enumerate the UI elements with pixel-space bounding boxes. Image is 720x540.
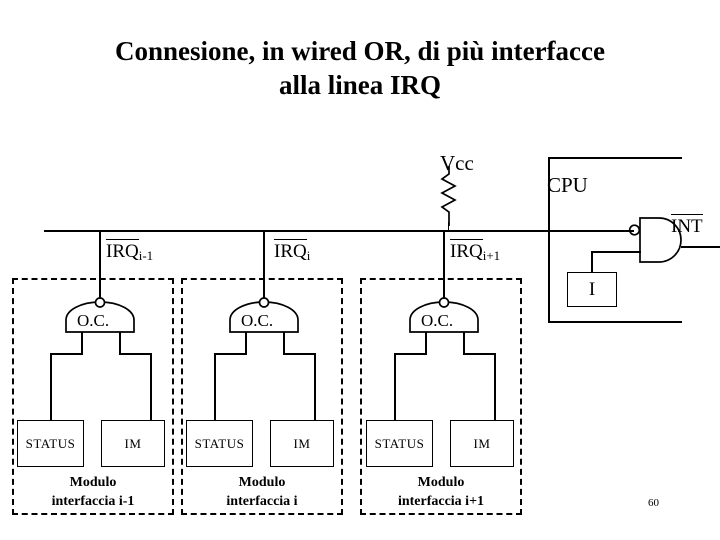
oc-gate-label-2: O.C. <box>241 311 274 330</box>
module-caption-line-3a: Modulo <box>417 475 465 490</box>
oc-leg-left-1 <box>81 332 83 354</box>
int-label: INT <box>671 214 703 238</box>
module-boundary-1 <box>12 278 174 515</box>
page-number: 60 <box>648 497 659 509</box>
irq-drop-wire-1 <box>99 230 101 298</box>
oc-splay-left-3 <box>394 353 427 355</box>
oc-leg-left-3 <box>425 332 427 354</box>
im-box-3[interactable]: IM <box>450 420 514 467</box>
irq-drop-wire-2 <box>263 230 265 298</box>
vcc-label: Vcc <box>440 151 474 175</box>
im-box-label-3: IM <box>473 435 491 451</box>
irq-label-i-plus-1: IRQi+1 <box>450 239 501 265</box>
irq-bus-line <box>44 230 634 232</box>
status-box-2[interactable]: STATUS <box>186 420 253 467</box>
irq-label-sub-2: i <box>306 248 311 263</box>
module-caption-1: Modulo interfaccia i-1 <box>12 473 174 511</box>
oc-splay-left-1 <box>50 353 83 355</box>
oc-leg-right-2 <box>283 332 285 354</box>
irq-label-sub-3: i+1 <box>482 248 501 263</box>
module-caption-line-2a: Modulo <box>238 475 286 490</box>
module-caption-line-2b: interfaccia i <box>226 494 298 509</box>
pullup-resistor-icon <box>440 166 457 226</box>
cpu-gate-input-wire <box>548 230 630 232</box>
interrupt-flag-box[interactable]: I <box>567 272 617 307</box>
irq-label-base-3: IRQ <box>450 239 483 262</box>
page-title: Connesione, in wired OR, di più interfac… <box>14 34 706 102</box>
oc-gate-label-1: O.C. <box>77 311 110 330</box>
module-caption-line-1b: interfaccia i-1 <box>51 494 135 509</box>
flag-to-gate-horizontal-wire <box>591 251 641 253</box>
status-feed-wire-1 <box>50 353 52 421</box>
oc-gate-label-3: O.C. <box>421 311 454 330</box>
status-box-label-3: STATUS <box>374 435 425 451</box>
irq-label-i: IRQi <box>274 239 311 265</box>
im-box-2[interactable]: IM <box>270 420 334 467</box>
status-feed-wire-2 <box>214 353 216 421</box>
im-feed-wire-2 <box>314 353 316 421</box>
irq-label-base-1: IRQ <box>106 239 139 262</box>
status-box-1[interactable]: STATUS <box>17 420 84 467</box>
im-box-1[interactable]: IM <box>101 420 165 467</box>
module-caption-line-1a: Modulo <box>69 475 117 490</box>
int-label-text: INT <box>671 214 703 237</box>
module-caption-2: Modulo interfaccia i <box>181 473 343 511</box>
interrupt-flag-label: I <box>588 278 596 300</box>
flag-to-gate-vertical-wire <box>591 252 593 273</box>
oc-leg-right-1 <box>119 332 121 354</box>
irq-label-i-minus-1: IRQi-1 <box>106 239 154 265</box>
im-box-label-2: IM <box>293 435 311 451</box>
oc-splay-right-3 <box>463 353 496 355</box>
irq-label-base-2: IRQ <box>274 239 307 262</box>
status-feed-wire-3 <box>394 353 396 421</box>
title-line-1: Connesione, in wired OR, di più interfac… <box>114 36 605 66</box>
module-boundary-2 <box>181 278 343 515</box>
module-caption-line-3b: interfaccia i+1 <box>397 494 485 509</box>
oc-leg-left-2 <box>245 332 247 354</box>
im-feed-wire-1 <box>150 353 152 421</box>
cpu-boundary-left <box>548 157 550 323</box>
vcc-to-bus-wire <box>447 222 450 232</box>
status-box-label-1: STATUS <box>25 435 76 451</box>
irq-drop-wire-3 <box>443 230 445 298</box>
module-caption-3: Modulo interfaccia i+1 <box>360 473 522 511</box>
im-feed-wire-3 <box>494 353 496 421</box>
oc-leg-right-3 <box>463 332 465 354</box>
cpu-label: CPU <box>547 173 588 197</box>
title-line-2: alla linea IRQ <box>278 70 441 100</box>
oc-splay-left-2 <box>214 353 247 355</box>
oc-splay-right-1 <box>119 353 152 355</box>
oc-splay-right-2 <box>283 353 316 355</box>
im-box-label-1: IM <box>124 435 142 451</box>
cpu-boundary-bottom <box>548 321 682 323</box>
cpu-boundary-top <box>548 157 682 159</box>
module-boundary-3 <box>360 278 522 515</box>
status-box-label-2: STATUS <box>194 435 245 451</box>
int-output-wire <box>681 246 720 248</box>
irq-label-sub-1: i-1 <box>138 248 154 263</box>
status-box-3[interactable]: STATUS <box>366 420 433 467</box>
